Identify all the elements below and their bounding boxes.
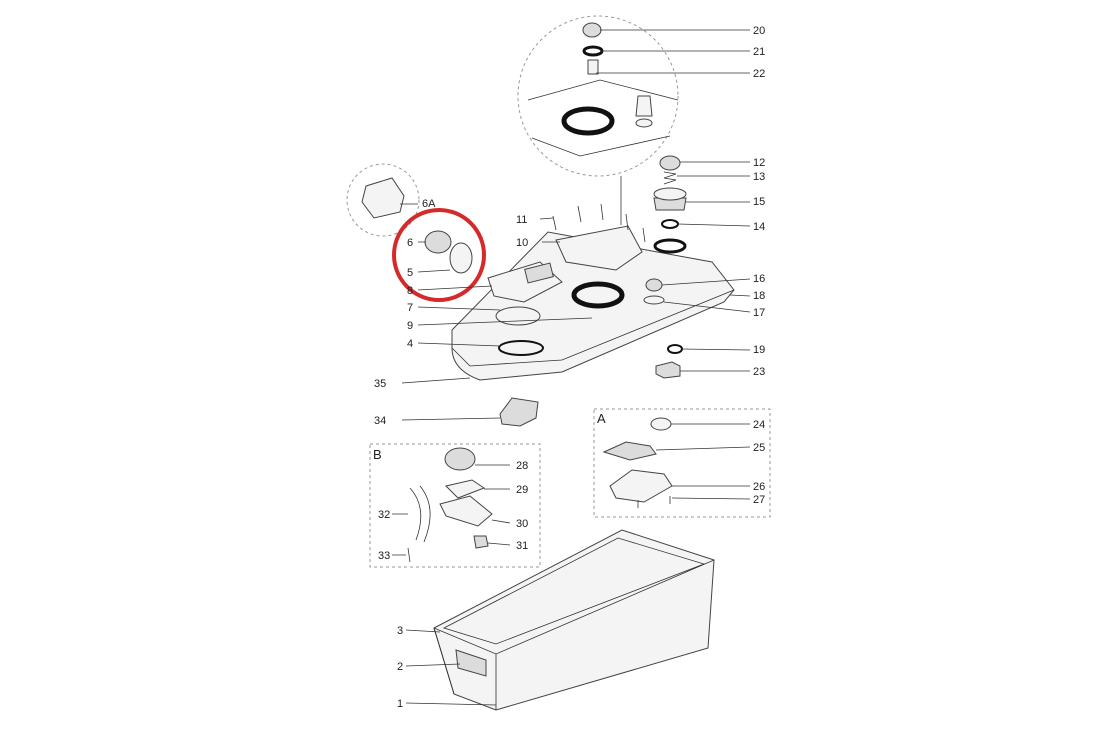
callout-26: 26 — [753, 481, 766, 493]
seal-part-17 — [643, 295, 665, 305]
lever-part-25 — [602, 441, 657, 461]
callout-25: 25 — [753, 442, 766, 454]
callout-1: 1 — [397, 698, 404, 710]
callout-28: 28 — [516, 460, 529, 472]
callout-19: 19 — [753, 344, 766, 356]
leader-lines — [392, 29, 751, 706]
bracket-part-34 — [499, 397, 539, 427]
float-part-24 — [650, 417, 672, 431]
callout-2: 2 — [397, 661, 404, 673]
detail-small-seal — [635, 118, 653, 128]
callout-33: 33 — [378, 550, 391, 562]
callout-35: 35 — [374, 378, 387, 390]
callout-29: 29 — [516, 484, 529, 496]
top-detail-circle — [517, 15, 679, 225]
screws-part-11 — [552, 203, 646, 243]
detail-circle-outline — [517, 15, 679, 177]
callout-6a: 6A — [422, 198, 436, 210]
block-part-23 — [655, 361, 681, 379]
plate-part-10 — [555, 225, 643, 271]
detail-valve-seat — [635, 95, 653, 117]
cover-part-28 — [444, 447, 476, 471]
valve-part-22 — [587, 59, 599, 75]
detail-tank-edges — [527, 79, 679, 157]
cap-part-20 — [582, 22, 602, 38]
callout-30: 30 — [516, 518, 529, 530]
o-ring-part-14 — [661, 219, 679, 229]
cap-part-6 — [424, 230, 452, 254]
callout-27: 27 — [753, 494, 766, 506]
handle-grip — [524, 262, 554, 284]
callout-22: 22 — [753, 68, 766, 80]
callout-13: 13 — [753, 171, 766, 183]
screw-part-33 — [407, 547, 411, 563]
screws-part-27 — [637, 496, 671, 508]
detail-box-a-label: A — [597, 411, 606, 426]
cap-part-6a — [361, 177, 405, 219]
seal-ring-part-9 — [571, 281, 625, 309]
detail-seal-ring — [561, 106, 615, 136]
callout-8: 8 — [407, 285, 414, 297]
spring-part-13 — [663, 171, 677, 185]
detail-box-b — [369, 443, 541, 568]
callout-3: 3 — [397, 625, 404, 637]
callout-15: 15 — [753, 196, 766, 208]
seal-part-5 — [449, 242, 473, 274]
callout-16: 16 — [753, 273, 766, 285]
callout-7: 7 — [407, 302, 414, 314]
link-part-29 — [445, 479, 486, 499]
callout-17: 17 — [753, 307, 766, 319]
o-ring-large — [653, 238, 687, 254]
callout-4: 4 — [407, 338, 414, 350]
o-ring-part-4 — [498, 340, 544, 356]
callout-11: 11 — [516, 214, 528, 226]
detail-box-b-label: B — [373, 447, 382, 462]
bracket-part-32 — [409, 485, 431, 543]
clip-part-31 — [473, 535, 489, 549]
detail-circle-6a — [346, 163, 420, 237]
detail-box-a — [593, 408, 771, 518]
callout-20: 20 — [753, 25, 766, 37]
callout-9: 9 — [407, 320, 414, 332]
waste-tank — [433, 529, 715, 711]
callout-24: 24 — [753, 419, 766, 431]
washer-part-21 — [582, 45, 604, 57]
tank-top-rim — [451, 289, 735, 367]
tank-opening — [442, 537, 706, 645]
callout-10: 10 — [516, 237, 529, 249]
highlight-circle — [392, 208, 486, 302]
callout-32: 32 — [378, 509, 391, 521]
tank-edges — [433, 559, 715, 710]
callout-14: 14 — [753, 221, 766, 233]
callout-31: 31 — [516, 540, 529, 552]
tank-top-assembly — [451, 203, 735, 381]
callout-34: 34 — [374, 415, 387, 427]
valve-top — [653, 187, 687, 201]
callout-23: 23 — [753, 366, 766, 378]
callout-18: 18 — [753, 290, 766, 302]
arm-part-30 — [439, 495, 493, 527]
callout-5: 5 — [407, 267, 414, 279]
callout-6: 6 — [407, 237, 414, 249]
spring-part-19 — [667, 344, 683, 354]
button-part-12 — [659, 155, 681, 171]
handle-part-2 — [455, 649, 487, 677]
callout-12: 12 — [753, 157, 766, 169]
bellows-part-7 — [495, 306, 541, 326]
mechanism-part-26 — [609, 469, 673, 503]
callout-21: 21 — [753, 46, 766, 58]
valve-part-16 — [645, 278, 663, 292]
